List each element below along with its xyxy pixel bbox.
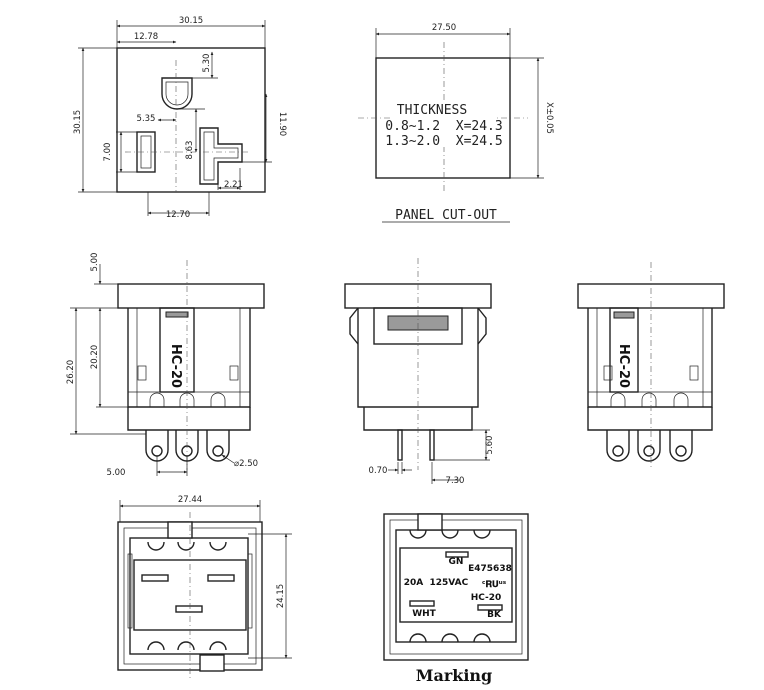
- thickness-row-2: 1.3~2.0 X=24.5: [385, 134, 502, 149]
- bottom-tab: [199, 654, 225, 672]
- marking-gn: GN: [449, 557, 464, 567]
- side-terminal-3: [206, 430, 230, 462]
- side-hole: ⌀2.50: [234, 459, 258, 469]
- dim-tab-width: 2.21: [224, 180, 243, 190]
- bottom-view: 27.44 24.15: [117, 495, 292, 680]
- side-pitch: 5.00: [107, 468, 126, 478]
- live-t-slot: [199, 127, 243, 185]
- mid-pin-spacing: 7.30: [446, 476, 465, 486]
- side-body-height: 20.20: [90, 345, 100, 369]
- side-flange-dim: 5.00: [90, 253, 100, 272]
- top-tab: [167, 521, 193, 539]
- marking-view: GN E475638 20A 125VAC ᶜ𝐑𝐔ᵘˢ HC-20 WHT BK…: [383, 513, 529, 685]
- dim-bottom-width: 12.70: [166, 210, 190, 220]
- marking-outer: [383, 513, 529, 661]
- dim-pin-height: 8.63: [185, 141, 195, 160]
- dim-right-height: 11.90: [277, 112, 287, 136]
- marking-face: [399, 547, 513, 623]
- side-flange: [117, 283, 265, 309]
- marking-rating: 20A 125VAC: [404, 578, 469, 588]
- marking-wht: WHT: [412, 609, 436, 619]
- marking-bk: BK: [487, 610, 502, 620]
- right-view: HC-20: [577, 262, 725, 470]
- dim-height: 30.15: [73, 110, 83, 134]
- mid-pin-width: 0.70: [369, 466, 388, 476]
- cutout-width: 27.50: [432, 23, 456, 33]
- cutout-height: X±0.05: [544, 102, 554, 134]
- dim-pin-offset: 5.35: [137, 114, 156, 124]
- marking-cert: E475638: [468, 564, 512, 574]
- ground-slot-inner: [165, 81, 189, 106]
- marking-model: HC-20: [471, 593, 502, 603]
- bottom-width: 27.44: [178, 495, 202, 505]
- side-view: HC-20 5.00 26.20 20.20 5.00 ⌀2.50: [66, 253, 265, 478]
- dim-width: 30.15: [179, 16, 203, 26]
- panel-cutout-caption: PANEL CUT-OUT: [395, 208, 497, 223]
- mid-pin-height: 5.60: [485, 436, 495, 455]
- mid-pin-right: [429, 429, 435, 461]
- ground-slot: [161, 77, 193, 110]
- mid-pin-left: [397, 429, 403, 461]
- bottom-height: 24.15: [276, 584, 286, 608]
- side-total-height: 26.20: [66, 360, 76, 384]
- marking-ul: ᶜ𝐑𝐔ᵘˢ: [482, 579, 507, 590]
- dim-slot-height: 7.00: [103, 143, 113, 162]
- thickness-label: THICKNESS: [397, 103, 467, 118]
- thickness-row-1: 0.8~1.2 X=24.3: [385, 119, 502, 134]
- dim-top-gap: 5.30: [202, 54, 212, 73]
- dim-offset-left: 12.78: [134, 32, 158, 42]
- right-model-label: HC-20: [616, 344, 631, 388]
- middle-view: 5.60 0.70 7.30: [344, 258, 495, 486]
- panel-cutout-view: 27.50 X±0.05 THICKNESS 0.8~1.2 X=24.3 1.…: [358, 23, 554, 223]
- side-model-label: HC-20: [168, 344, 183, 388]
- marking-caption: Marking: [416, 666, 493, 685]
- front-view: 30.15 12.78 30.15 5.30 5.35 8.63 7.00 11…: [73, 16, 287, 220]
